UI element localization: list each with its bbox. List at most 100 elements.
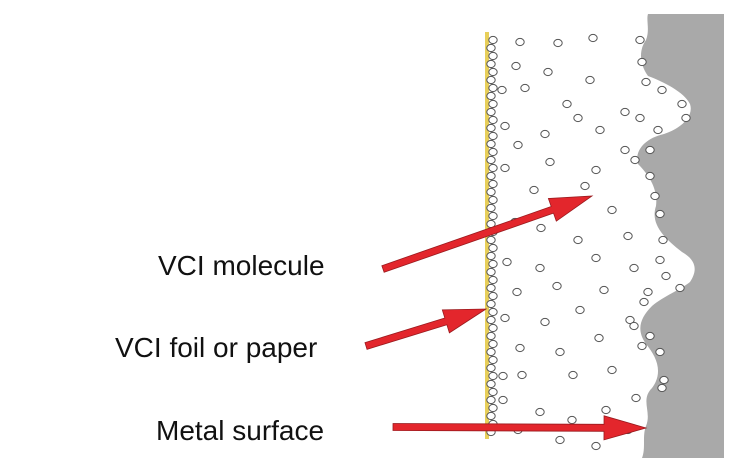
vci-molecule-icon bbox=[594, 333, 604, 343]
vci-molecule-icon bbox=[529, 185, 539, 195]
vci-molecule-icon bbox=[567, 415, 577, 425]
vci-molecules bbox=[486, 33, 691, 451]
vci-molecule-icon bbox=[515, 37, 525, 47]
vci-molecule-icon bbox=[629, 321, 639, 331]
vci-molecule-icon bbox=[486, 155, 496, 165]
vci-molecule-icon bbox=[580, 181, 590, 191]
vci-molecule-icon bbox=[486, 395, 496, 405]
vci-molecule-icon bbox=[488, 195, 498, 205]
metal-surface-shape bbox=[637, 14, 724, 458]
vci-molecule-icon bbox=[555, 435, 565, 445]
vci-molecule-icon bbox=[553, 38, 563, 48]
vci-molecule-icon bbox=[488, 259, 498, 269]
vci-molecule-icon bbox=[645, 331, 655, 341]
vci-molecule-icon bbox=[630, 155, 640, 165]
vci-molecule-icon bbox=[641, 77, 651, 87]
vci-molecule-icon bbox=[517, 370, 527, 380]
vci-molecule-icon bbox=[488, 291, 498, 301]
vci-molecule-icon bbox=[631, 393, 641, 403]
vci-molecule-icon bbox=[552, 281, 562, 291]
vci-molecule-icon bbox=[488, 35, 498, 45]
vci-molecule-icon bbox=[677, 99, 687, 109]
vci-molecule-icon bbox=[520, 83, 530, 93]
vci-molecule-icon bbox=[486, 251, 496, 261]
vci-molecule-icon bbox=[585, 75, 595, 85]
vci-molecule-icon bbox=[498, 371, 508, 381]
vci-molecule-icon bbox=[488, 323, 498, 333]
vci-molecule-icon bbox=[536, 223, 546, 233]
vci-molecule-icon bbox=[675, 283, 685, 293]
vci-molecule-icon bbox=[488, 243, 498, 253]
vci-molecule-icon bbox=[486, 123, 496, 133]
label-metal-surface: Metal surface bbox=[156, 415, 325, 446]
vci-molecule-icon bbox=[635, 113, 645, 123]
vci-molecule-icon bbox=[591, 253, 601, 263]
vci-molecule-icon bbox=[486, 363, 496, 373]
vci-molecule-icon bbox=[607, 365, 617, 375]
vci-molecule-icon bbox=[497, 85, 507, 95]
vci-molecule-icon bbox=[488, 131, 498, 141]
vci-molecule-icon bbox=[488, 83, 498, 93]
vci-molecule-icon bbox=[488, 307, 498, 317]
vci-molecule-icon bbox=[486, 91, 496, 101]
vci-molecule-icon bbox=[488, 99, 498, 109]
vci-molecule-icon bbox=[500, 313, 510, 323]
vci-molecule-icon bbox=[513, 140, 523, 150]
vci-molecule-icon bbox=[655, 255, 665, 265]
arrow-to-metal-surface bbox=[392, 415, 648, 441]
vci-molecule-icon bbox=[591, 441, 601, 451]
vci-molecule-icon bbox=[488, 371, 498, 381]
vci-molecule-icon bbox=[588, 33, 598, 43]
vci-molecule-icon bbox=[500, 121, 510, 131]
vci-molecule-icon bbox=[511, 61, 521, 71]
vci-molecule-icon bbox=[486, 171, 496, 181]
vci-molecule-icon bbox=[515, 343, 525, 353]
vci-molecule-icon bbox=[488, 163, 498, 173]
vci-molecule-icon bbox=[635, 35, 645, 45]
vci-molecule-icon bbox=[620, 107, 630, 117]
vci-molecule-icon bbox=[657, 383, 667, 393]
vci-molecule-icon bbox=[498, 395, 508, 405]
vci-molecule-icon bbox=[591, 165, 601, 175]
arrow-to-vci-foil bbox=[364, 308, 488, 350]
vci-molecule-icon bbox=[575, 305, 585, 315]
vci-molecule-icon bbox=[540, 129, 550, 139]
vci-molecule-icon bbox=[486, 107, 496, 117]
vci-molecule-icon bbox=[512, 287, 522, 297]
vci-molecule-icon bbox=[599, 285, 609, 295]
vci-molecule-icon bbox=[486, 411, 496, 421]
vci-molecule-icon bbox=[653, 125, 663, 135]
vci-molecule-icon bbox=[502, 257, 512, 267]
vci-molecule-icon bbox=[488, 115, 498, 125]
vci-molecule-icon bbox=[486, 43, 496, 53]
vci-molecule-icon bbox=[573, 113, 583, 123]
vci-molecule-icon bbox=[545, 157, 555, 167]
vci-molecule-icon bbox=[650, 191, 660, 201]
vci-molecule-icon bbox=[486, 315, 496, 325]
vci-molecule-icon bbox=[486, 139, 496, 149]
vci-molecule-icon bbox=[488, 67, 498, 77]
vci-molecule-icon bbox=[486, 59, 496, 69]
vci-molecule-icon bbox=[486, 379, 496, 389]
label-vci-molecule: VCI molecule bbox=[158, 250, 325, 281]
vci-molecule-icon bbox=[655, 209, 665, 219]
vci-molecule-icon bbox=[488, 275, 498, 285]
arrow-to-vci-molecule bbox=[381, 195, 594, 273]
vci-molecule-icon bbox=[681, 113, 691, 123]
vci-molecule-icon bbox=[623, 231, 633, 241]
vci-molecule-icon bbox=[655, 347, 665, 357]
vci-molecule-icon bbox=[639, 297, 649, 307]
vci-molecule-icon bbox=[486, 187, 496, 197]
vci-molecule-icon bbox=[620, 145, 630, 155]
vci-molecule-icon bbox=[637, 341, 647, 351]
vci-molecule-icon bbox=[488, 339, 498, 349]
vci-molecule-icon bbox=[595, 125, 605, 135]
vci-molecule-icon bbox=[488, 147, 498, 157]
vci-molecule-icon bbox=[568, 370, 578, 380]
vci-molecule-icon bbox=[540, 317, 550, 327]
vci-molecule-icon bbox=[661, 271, 671, 281]
vci-molecule-icon bbox=[625, 315, 635, 325]
vci-molecule-icon bbox=[488, 355, 498, 365]
